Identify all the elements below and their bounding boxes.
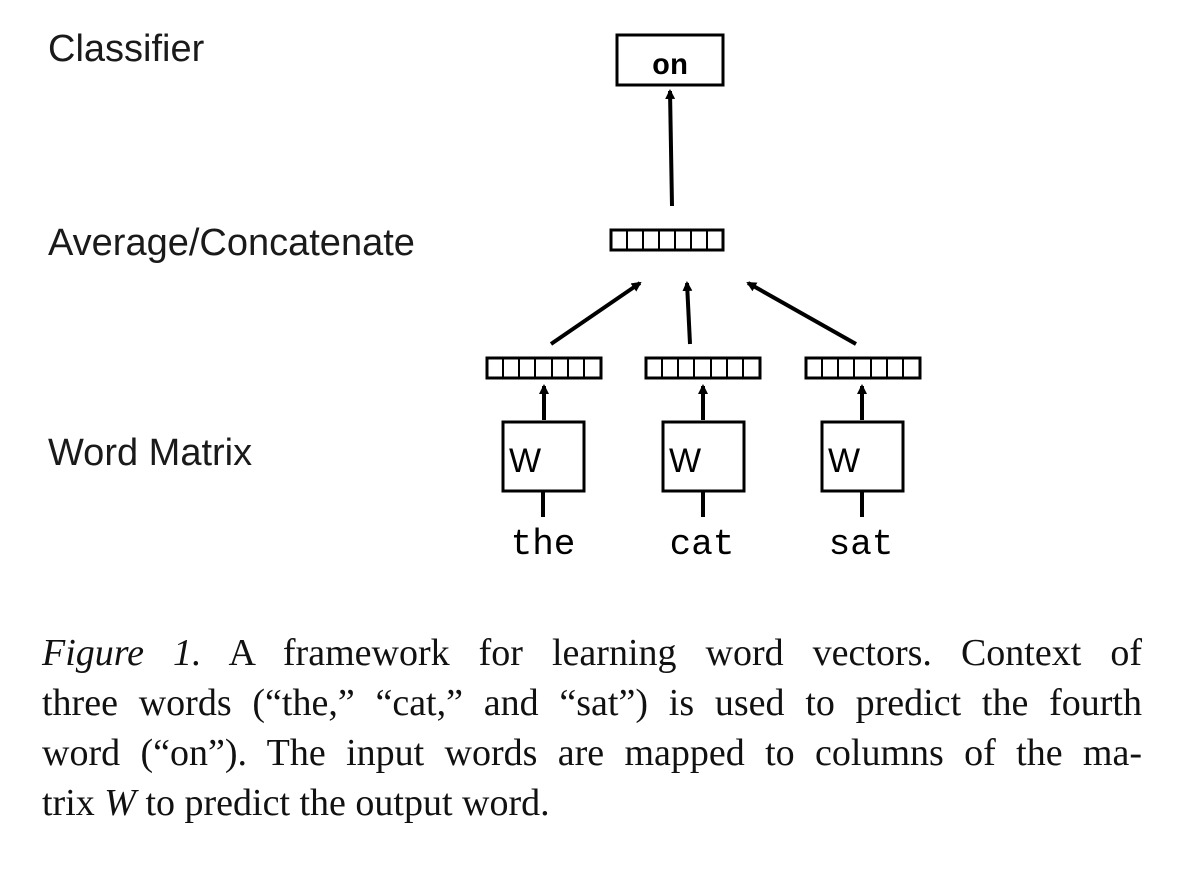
arrow-sat-to-average [746, 281, 857, 346]
figure-caption: Figure 1. A framework for learning word … [42, 628, 1142, 828]
arrow-average-to-classifier [665, 89, 676, 207]
caption-matrix-symbol: W [104, 782, 136, 824]
output-word-box: on [615, 33, 725, 87]
input-word-cat: cat [670, 524, 735, 565]
caption-line-4: trix W to predict the output word. [42, 778, 1142, 828]
caption-text-4a: trix [42, 782, 105, 824]
input-word-sat: sat [829, 524, 894, 565]
word-vector-cat [644, 356, 762, 380]
matrix-label: W [509, 442, 541, 480]
caption-line-1: Figure 1. A framework for learning word … [42, 628, 1142, 678]
word-matrix-box-sat: W [820, 420, 905, 493]
layer-label-classifier: Classifier [48, 28, 205, 70]
output-word-label: on [652, 50, 688, 84]
arrow-cat-to-average [682, 281, 693, 345]
word-matrix-box-the: W [501, 420, 586, 493]
caption-line-3: word (“on”). The input words are mapped … [42, 732, 1142, 774]
caption-text-4b: to predict the output word. [135, 782, 550, 824]
word-matrix-box-cat: W [661, 420, 746, 493]
arrow-the-to-average [549, 281, 642, 346]
figure-label: Figure 1. [42, 632, 202, 674]
caption-line-2: three words (“the,” “cat,” and “sat”) is… [42, 682, 1142, 724]
word-vector-sat [804, 356, 922, 380]
input-word-the: the [511, 524, 576, 565]
matrix-label: W [828, 442, 860, 480]
average-vector [609, 228, 725, 252]
matrix-label: W [669, 442, 701, 480]
caption-text-1: A framework for learning word vectors. C… [201, 632, 1143, 674]
layer-label-average-concatenate: Average/Concatenate [48, 222, 415, 264]
layer-label-word-matrix: Word Matrix [48, 432, 253, 474]
word-vector-the [485, 356, 603, 380]
word-vector-diagram: on [485, 33, 922, 565]
